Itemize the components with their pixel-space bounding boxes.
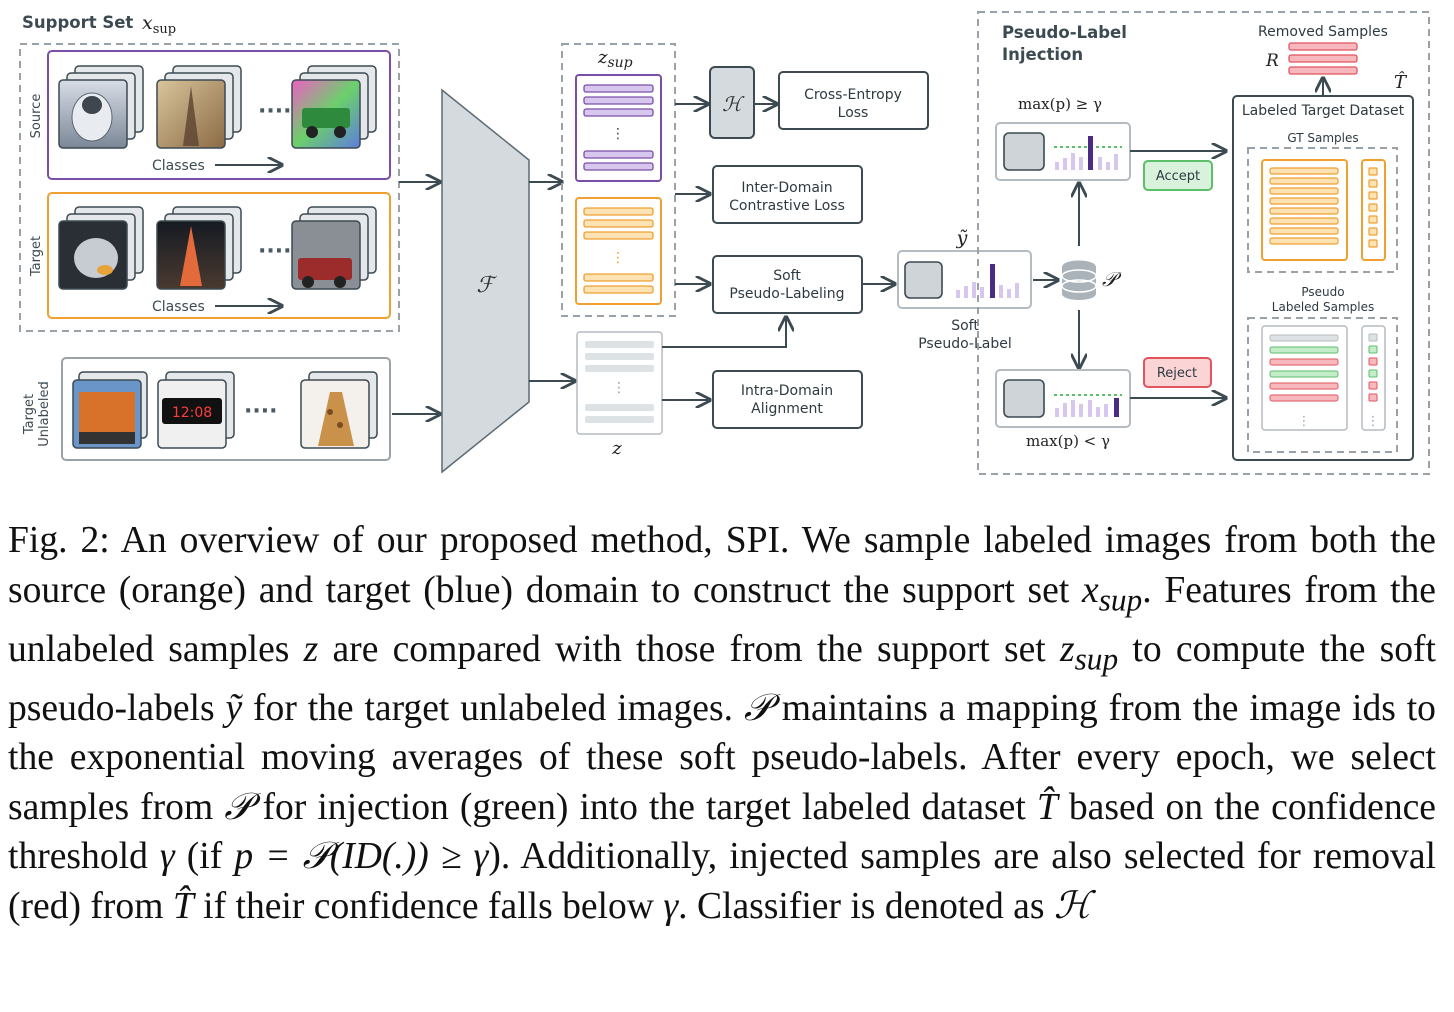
caption-text: if their confidence falls below [203, 885, 654, 927]
caption-text: γ [663, 885, 679, 927]
caption-text: sup [1099, 582, 1143, 617]
zsup-source-features: ⋮ [575, 74, 662, 182]
target-ellipsis: ···· [258, 239, 291, 264]
svg-text:Reject: Reject [1157, 366, 1197, 381]
source-ellipsis: ···· [258, 99, 291, 124]
support-set-title: Support Set [22, 13, 133, 32]
intra-domain-alignment-box [712, 370, 863, 429]
caption-text: sup [1075, 641, 1119, 676]
caption-text: z [303, 628, 319, 670]
caption-text: for the target unlabeled images. [253, 687, 733, 729]
caption-text: x [1082, 569, 1099, 611]
unlabeled-image-giraffe [300, 371, 378, 449]
unlabeled-ellipsis: ···· [244, 399, 277, 424]
svg-text:⋮: ⋮ [1298, 414, 1311, 429]
zsup-label: zsup [597, 47, 633, 71]
caption-text: (if [186, 836, 223, 878]
caption-text: . Features from the unlabeled samples [8, 569, 1436, 670]
unlabeled-image-train [72, 371, 148, 449]
reject-condition: max(p) < γ [1026, 432, 1110, 450]
source-image-stack-eiffel [156, 65, 242, 149]
svg-text:Accept: Accept [1156, 169, 1200, 184]
pseudo-samples-container [1247, 317, 1398, 453]
cross-entropy-loss-box [778, 71, 929, 130]
caption-text: 𝒫 [743, 687, 771, 729]
accept-badge [1143, 160, 1213, 191]
svg-text:⋮: ⋮ [1367, 414, 1380, 429]
caption-text: to compute the soft pseudo-labels [8, 628, 1436, 729]
caption-text: z [1059, 628, 1075, 670]
svg-text:12:08: 12:08 [172, 405, 212, 421]
target-label: Target [29, 236, 44, 277]
source-image-stack-truck [291, 65, 377, 149]
target-image-stack-penguin [58, 206, 144, 290]
caption-text: maintains a mapping from the image ids t… [8, 687, 1436, 828]
dataset-title: Labeled Target Dataset [1242, 103, 1405, 119]
reject-badge [1143, 357, 1212, 388]
target-image-stack-eiffel [156, 206, 242, 290]
gt-samples-container [1247, 147, 1398, 273]
caption-text: ỹ [225, 687, 243, 729]
caption-text: T̂ [172, 885, 194, 927]
encoder-trapezoid [441, 88, 530, 474]
classifier-symbol: ℋ [722, 92, 745, 116]
caption-text: p = 𝒫(ID(.)) ≥ γ [234, 836, 489, 878]
caption-text: γ [159, 836, 175, 878]
removed-symbol: R [1265, 51, 1279, 71]
memory-database-icon [1061, 259, 1097, 300]
accept-condition: max(p) ≥ γ [1018, 95, 1102, 113]
target-image-stack-truck [291, 206, 377, 290]
source-classes-label: Classes [152, 158, 205, 174]
svg-text:⋮: ⋮ [612, 380, 626, 396]
y-tilde-symbol: ỹ [956, 227, 968, 249]
caption-text: for injection (green) into the target la… [262, 786, 1026, 828]
source-image-stack-penguin [58, 65, 144, 149]
caption-text: ℋ [1053, 885, 1092, 927]
memory-symbol: 𝒫 [1102, 267, 1122, 291]
soft-pseudo-labeling-box [712, 255, 863, 314]
pseudo-feature-bars: ⋮ ⋮ [1261, 325, 1386, 431]
encoder-symbol: ℱ [476, 273, 497, 298]
soft-pseudo-label-histogram [956, 264, 1019, 298]
gt-samples-label: GT Samples [1287, 131, 1358, 145]
caption-text: based on the confidence threshold [8, 786, 1436, 878]
source-label: Source [29, 94, 44, 139]
caption-text: sup [1074, 641, 1119, 677]
support-set-symbol: xsup [142, 12, 176, 37]
target-classes-label: Classes [152, 299, 205, 315]
z-label: z [611, 438, 622, 459]
support-set-border [19, 43, 400, 332]
removed-samples-label: Removed Samples [1258, 24, 1388, 40]
caption-text: sup [1098, 582, 1143, 618]
zsup-target-features: ⋮ [575, 197, 662, 305]
inter-domain-loss-box [712, 165, 863, 224]
gt-feature-bars [1261, 159, 1386, 261]
caption-text: 𝒫 [224, 786, 252, 828]
caption-text: T̂ [1036, 786, 1058, 828]
dataset-symbol: T̂ [1394, 71, 1408, 93]
method-overview-diagram: Support Set xsup Source ···· Classes Tar… [19, 11, 1430, 475]
classifier-box [709, 66, 755, 139]
unlabeled-label: TargetUnlabeled [22, 381, 52, 446]
caption-text: Fig. 2: An overview of our proposed meth… [8, 520, 1436, 611]
caption-text: are compared with those from the support… [332, 628, 1046, 670]
unlabeled-image-clock: 12:08 [157, 371, 235, 449]
z-unlabeled-features: ⋮ [576, 331, 663, 435]
caption-text: . Classifier is denoted as [678, 885, 1045, 927]
svg-text:⋮: ⋮ [611, 250, 625, 266]
figure-caption: Fig. 2: An overview of our proposed meth… [8, 516, 1436, 931]
caption-text: ). Additionally, injected samples are al… [8, 836, 1436, 927]
removed-samples-bars [1288, 42, 1358, 75]
svg-text:⋮: ⋮ [611, 126, 625, 142]
